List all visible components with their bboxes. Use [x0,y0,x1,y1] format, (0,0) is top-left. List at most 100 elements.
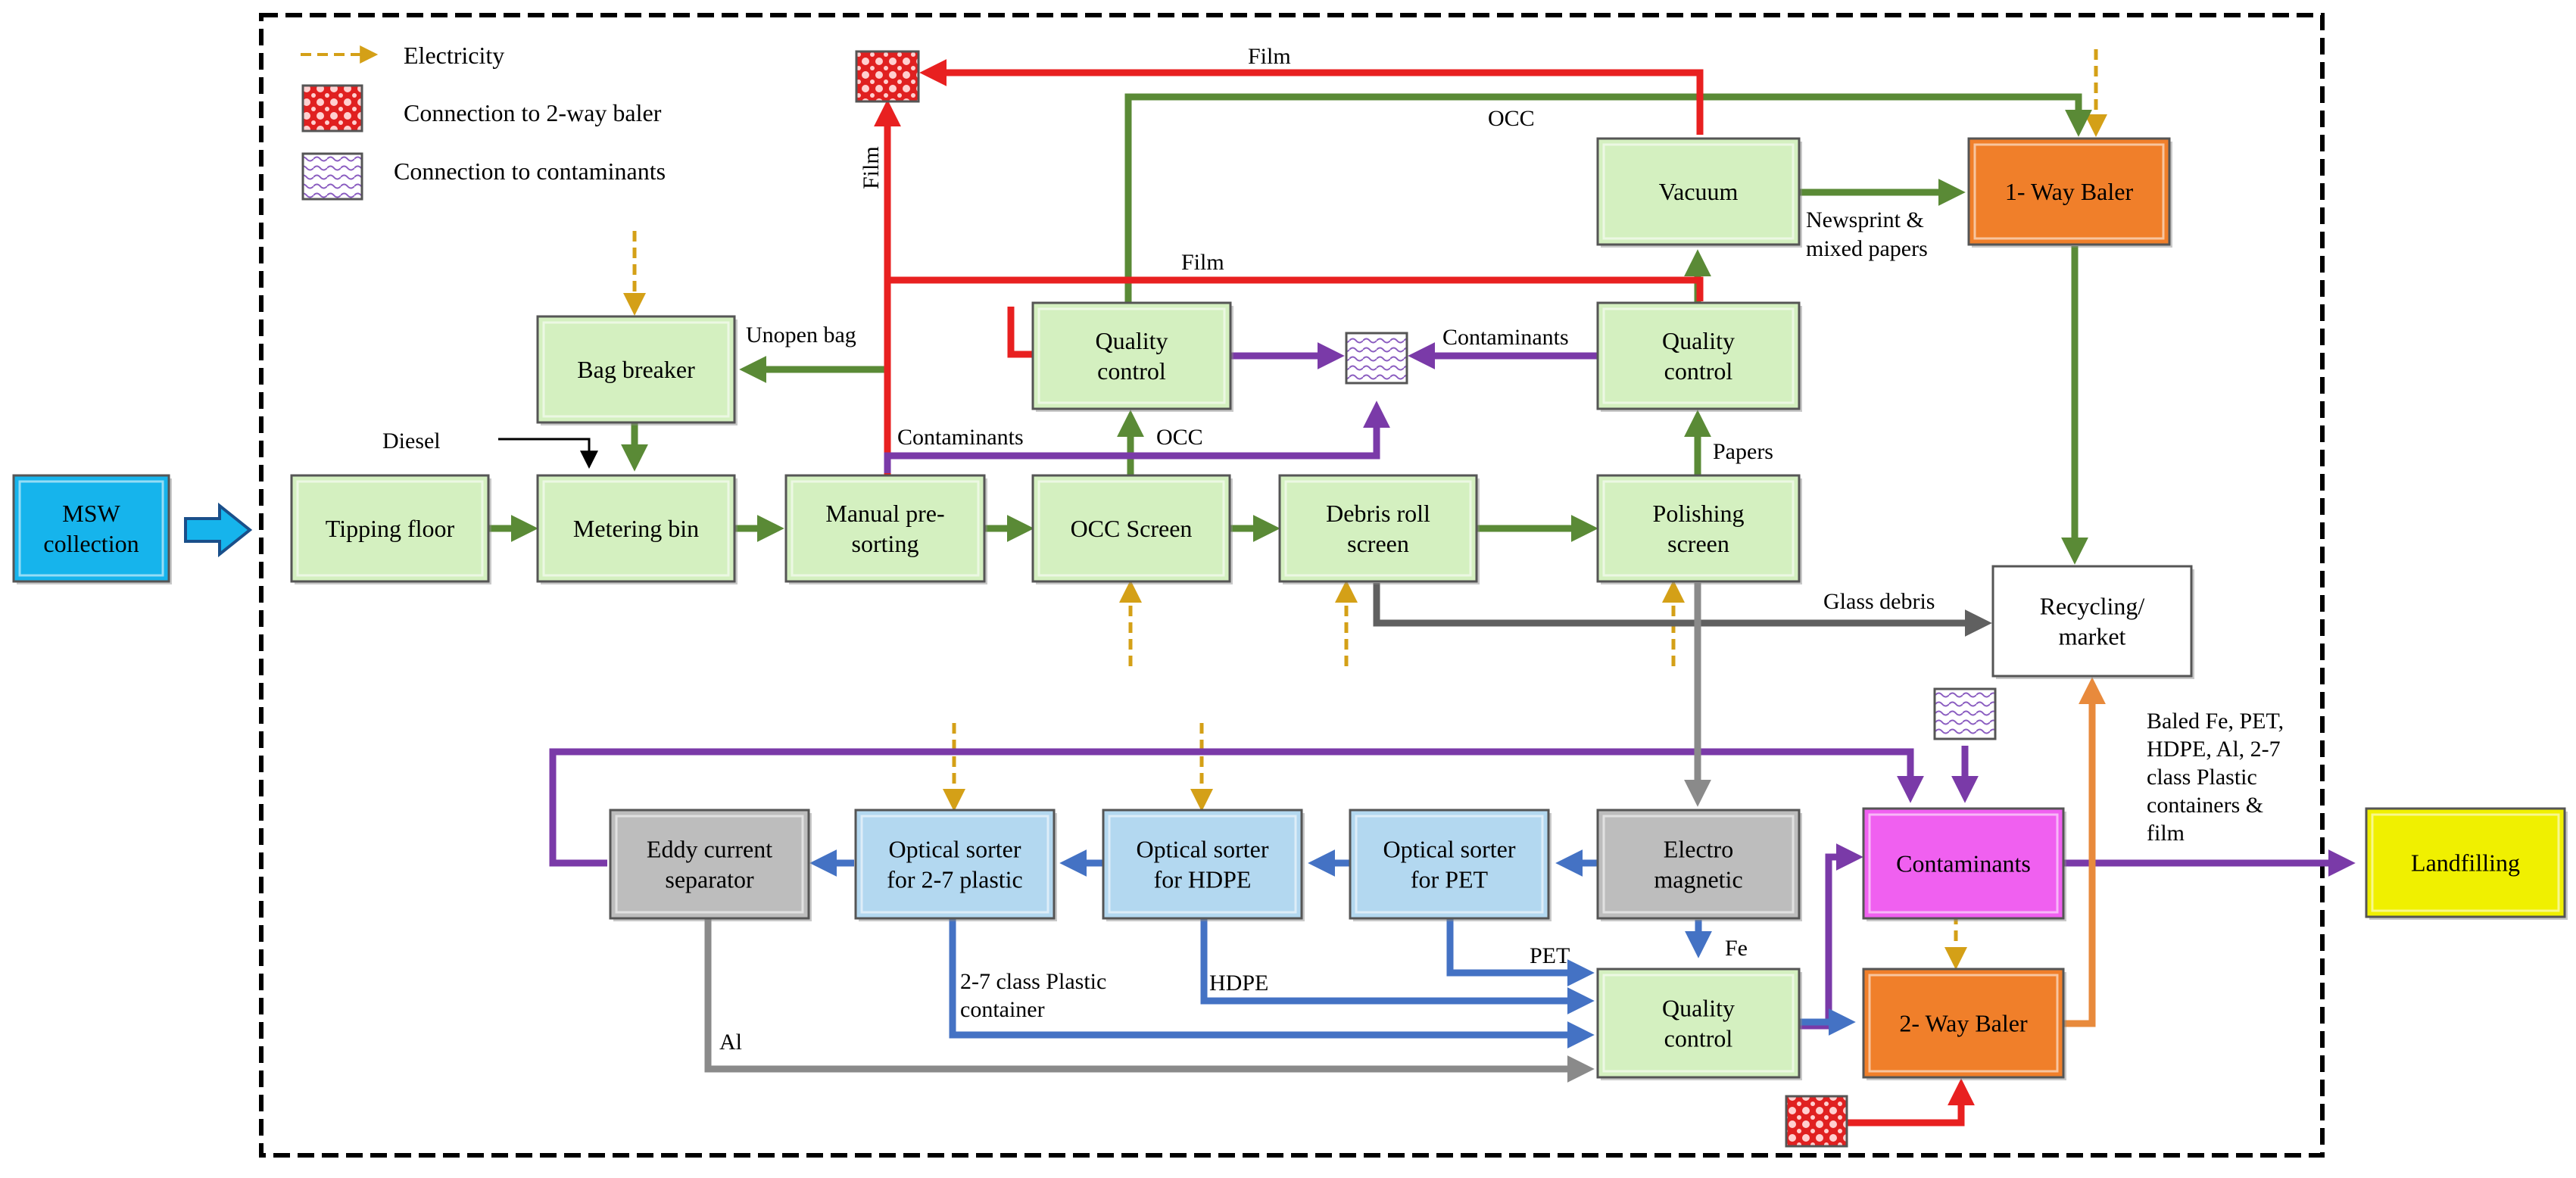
box-bevel [1868,974,2059,1073]
box-label-opt-pet-2: for PET [1411,866,1489,893]
box-body [12,474,170,583]
flow-contaminants-left [884,400,1390,473]
box-label-twoway-1: 2- Way Baler [1899,1010,2028,1037]
box-bevel [542,480,730,577]
box-bevel [615,815,804,914]
box-label-debris-2: screen [1347,530,1409,557]
baled-label-1: Baled Fe, PET, [2147,709,2284,734]
flow-diesel [498,438,598,469]
contaminants-connection-icon-bottom [1933,687,1997,740]
flow-film-mid [887,276,1704,301]
box-body [1862,807,2065,920]
flow-glass-debris [1373,583,1992,637]
box-label-polishing-2: screen [1667,530,1729,557]
box-label-qc-right-2: control [1664,357,1733,385]
box-bevel [1602,143,1795,240]
newsprint-label-1: Newsprint & [1806,207,1924,232]
box-label-electro-2: magnetic [1654,866,1742,893]
box-body [1278,474,1478,583]
baler-connection-icon-top [855,50,920,103]
box-tipping: Tipping floor [290,474,491,584]
film-top-label: Film [1248,44,1291,69]
box-metering: Metering bin [536,474,738,584]
baled-label-3: class Plastic [2147,765,2257,790]
box-body [784,474,986,583]
box-occ-screen: OCC Screen [1031,474,1233,584]
box-label-msw-2: collection [43,530,139,557]
box-label-debris-1: Debris roll [1326,500,1430,527]
box-bag-breaker: Bag breaker [536,315,738,425]
flow-pet [1446,918,1595,986]
box-body [1596,474,1801,583]
box-opt-hdpe: Optical sorter for HDPE [1102,809,1305,921]
film-vertical-label: Film [859,146,884,189]
flow-27-plastic [949,918,1595,1049]
flow-occ-to-oneway [1124,93,2092,303]
box-body [854,809,1056,920]
box-bevel [296,480,484,577]
hdpe-label: HDPE [1209,971,1268,996]
box-bevel [1037,480,1225,577]
box-oneway: 1- Way Baler [1967,137,2172,248]
box-label-qc-bottom-1: Quality [1662,995,1735,1022]
green-flows [488,93,2092,565]
box-bevel [1602,480,1795,577]
box-label-qc-bottom-2: control [1664,1025,1733,1052]
flow-twoway-to-recycling [2063,677,2106,1027]
box-label-landfill-1: Landfilling [2411,849,2520,877]
box-body [609,809,810,920]
box-bevel [18,480,164,577]
glass-debris-label: Glass debris [1823,589,1935,614]
box-bevel [1868,813,2059,914]
box-label-opt-27-2: for 2-7 plastic [887,866,1023,893]
baler-connection-icon-bottom [1785,1095,1848,1148]
box-label-opt-hdpe-2: for HDPE [1154,866,1252,893]
msw-input-arrow [184,502,253,558]
box-bevel [1284,480,1472,577]
box-body [1031,474,1231,583]
occ-top-label: OCC [1488,106,1535,131]
box-body [290,474,490,583]
box-body [1967,137,2171,246]
flow-baler-connection [1848,1078,1975,1127]
box-label-eddy-1: Eddy current [647,836,772,863]
pet-label: PET [1530,943,1570,968]
box-body [536,474,736,583]
baled-label-4: containers & [2147,793,2263,818]
box-label-opt-hdpe-1: Optical sorter [1136,836,1268,863]
box-qc-bottom: Quality control [1596,968,1802,1080]
box-label-qc-left-2: control [1097,357,1166,385]
box-label-vacuum-1: Vacuum [1659,178,1739,205]
box-label-oneway-1: 1- Way Baler [2005,178,2134,205]
contaminants-right-label: Contaminants [1442,325,1569,350]
al-label: Al [719,1030,742,1055]
box-label-bag-breaker-1: Bag breaker [577,356,695,383]
box-label-qc-right-1: Quality [1662,327,1735,354]
unopen-bag-label: Unopen bag [746,323,856,347]
box-vacuum: Vacuum [1596,137,1802,248]
box-body [1031,301,1232,410]
box-label-recycling-1: Recycling/ [2040,593,2145,620]
purple-flows [549,342,2356,1030]
box-bevel [860,815,1049,914]
box-label-metering-1: Metering bin [573,515,699,542]
box-body [2365,807,2566,918]
box-bevel [1973,143,2165,240]
box-body [1596,137,1801,246]
box-bevel [1108,815,1297,914]
baled-label-2: HDPE, Al, 2-7 [2147,737,2281,762]
plastic-label-1: 2-7 class Plastic [960,969,1106,994]
box-body [1596,809,1801,920]
box-bevel [542,321,730,418]
papers-label: Papers [1713,439,1773,464]
diesel-label: Diesel [382,429,441,453]
contaminants-left-label: Contaminants [897,425,1024,450]
box-contaminants: Contaminants [1862,807,2066,921]
flow-labels: Film OCC Film Film Unopen bag Diesel Con… [382,44,2284,1055]
box-body [1596,301,1801,410]
